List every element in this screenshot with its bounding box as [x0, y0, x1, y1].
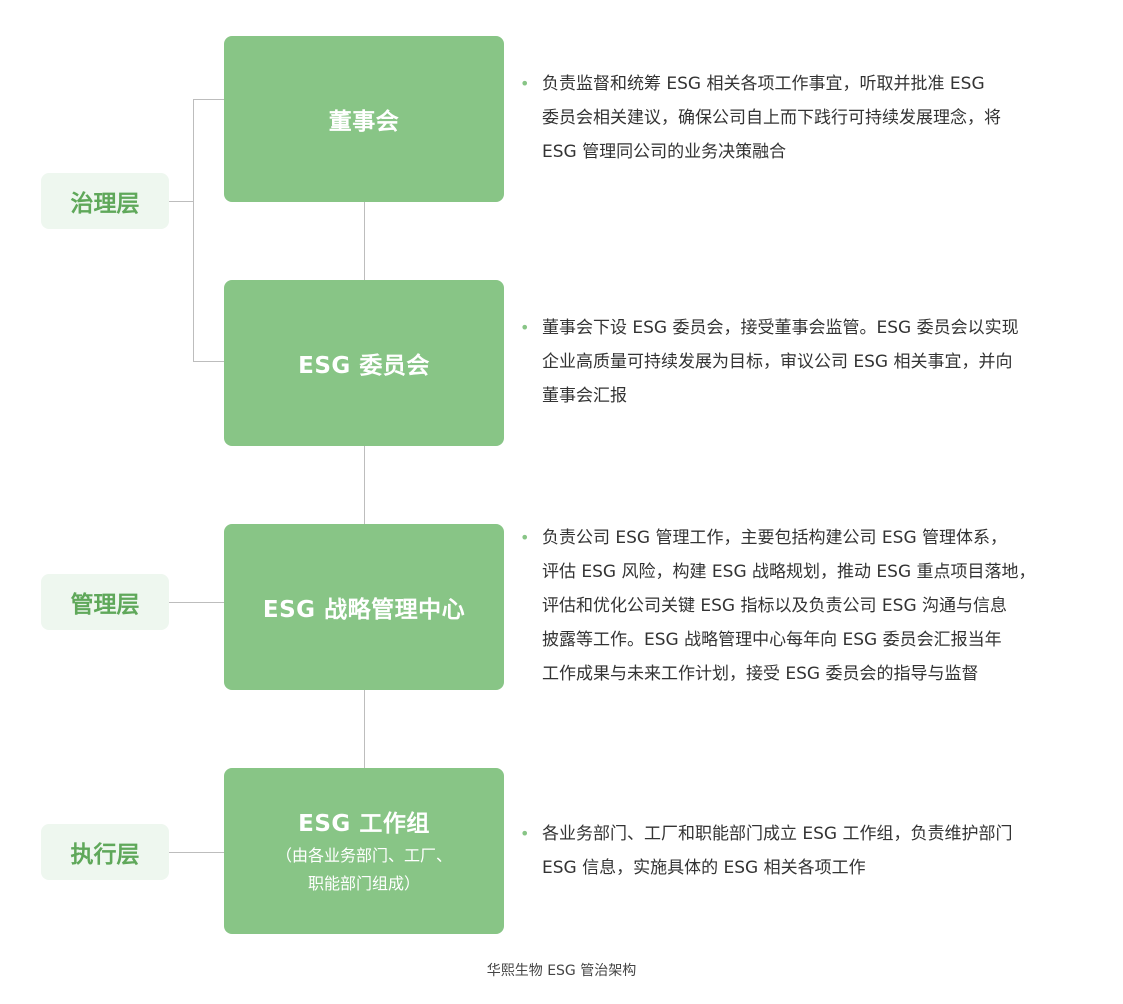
desc-working-group-text: 各业务部门、工厂和职能部门成立 ESG 工作组，负责维护部门 ESG 信息，实施… [542, 817, 1013, 885]
connector-bracket-to-committee [193, 361, 224, 362]
connector-management [169, 602, 224, 603]
connector-committee-to-center [364, 446, 365, 524]
connector-execution [169, 852, 224, 853]
desc-board: • 负责监督和统筹 ESG 相关各项工作事宜，听取并批准 ESG 委员会相关建议… [520, 67, 1100, 169]
desc-board-text: 负责监督和统筹 ESG 相关各项工作事宜，听取并批准 ESG 委员会相关建议，确… [542, 67, 1001, 169]
box-strategy-center-title: ESG 战略管理中心 [262, 597, 466, 623]
desc-line: 工作成果与未来工作计划，接受 ESG 委员会的指导与监督 [542, 664, 979, 684]
box-board-title: 董事会 [328, 109, 400, 135]
desc-line: 委员会相关建议，确保公司自上而下践行可持续发展理念，将 [542, 108, 1001, 128]
box-strategy-center: ESG 战略管理中心 [224, 524, 504, 690]
box-esg-committee-title: ESG 委员会 [298, 353, 430, 379]
box-working-group: ESG 工作组 （由各业务部门、工厂、 职能部门组成） [224, 768, 504, 934]
desc-line: 披露等工作。ESG 战略管理中心每年向 ESG 委员会汇报当年 [542, 630, 1002, 650]
desc-line: 董事会汇报 [542, 386, 627, 406]
bullet-icon: • [520, 318, 530, 337]
desc-working-group: • 各业务部门、工厂和职能部门成立 ESG 工作组，负责维护部门 ESG 信息，… [520, 817, 1100, 885]
desc-line: 负责监督和统筹 ESG 相关各项工作事宜，听取并批准 ESG [542, 74, 985, 94]
figure-caption: 华熙生物 ESG 管治架构 [486, 963, 637, 979]
layer-tag-management: 管理层 [41, 574, 169, 630]
desc-esg-committee-text: 董事会下设 ESG 委员会，接受董事会监管。ESG 委员会以实现 企业高质量可持… [542, 311, 1019, 413]
desc-line: 负责公司 ESG 管理工作，主要包括构建公司 ESG 管理体系， [542, 528, 1008, 548]
desc-strategy-center-text: 负责公司 ESG 管理工作，主要包括构建公司 ESG 管理体系， 评估 ESG … [542, 521, 1036, 691]
connector-governance-stub [169, 201, 194, 202]
connector-bracket-to-board [193, 99, 224, 100]
box-working-group-subtitle-line2: 职能部门组成） [307, 874, 420, 893]
desc-esg-committee: • 董事会下设 ESG 委员会，接受董事会监管。ESG 委员会以实现 企业高质量… [520, 311, 1100, 413]
connector-governance-bracket [193, 99, 194, 361]
desc-line: ESG 信息，实施具体的 ESG 相关各项工作 [542, 858, 866, 878]
connector-center-to-group [364, 690, 365, 768]
box-working-group-title: ESG 工作组 [298, 811, 430, 837]
desc-line: 企业高质量可持续发展为目标，审议公司 ESG 相关事宜，并向 [542, 352, 1013, 372]
desc-strategy-center: • 负责公司 ESG 管理工作，主要包括构建公司 ESG 管理体系， 评估 ES… [520, 521, 1100, 691]
desc-line: 评估和优化公司关键 ESG 指标以及负责公司 ESG 沟通与信息 [542, 596, 1008, 616]
box-working-group-subtitle-line1: （由各业务部门、工厂、 [275, 846, 452, 865]
layer-tag-execution: 执行层 [41, 824, 169, 880]
desc-line: 董事会下设 ESG 委员会，接受董事会监管。ESG 委员会以实现 [542, 318, 1019, 338]
connector-board-to-committee [364, 202, 365, 280]
box-esg-committee: ESG 委员会 [224, 280, 504, 446]
box-working-group-subtitle: （由各业务部门、工厂、 职能部门组成） [276, 842, 452, 898]
desc-line: 各业务部门、工厂和职能部门成立 ESG 工作组，负责维护部门 [542, 824, 1013, 844]
box-board: 董事会 [224, 36, 504, 202]
bullet-icon: • [520, 74, 530, 93]
desc-line: 评估 ESG 风险，构建 ESG 战略规划，推动 ESG 重点项目落地， [542, 562, 1036, 582]
desc-line: ESG 管理同公司的业务决策融合 [542, 142, 787, 162]
bullet-icon: • [520, 824, 530, 843]
bullet-icon: • [520, 528, 530, 547]
layer-tag-governance: 治理层 [41, 173, 169, 229]
